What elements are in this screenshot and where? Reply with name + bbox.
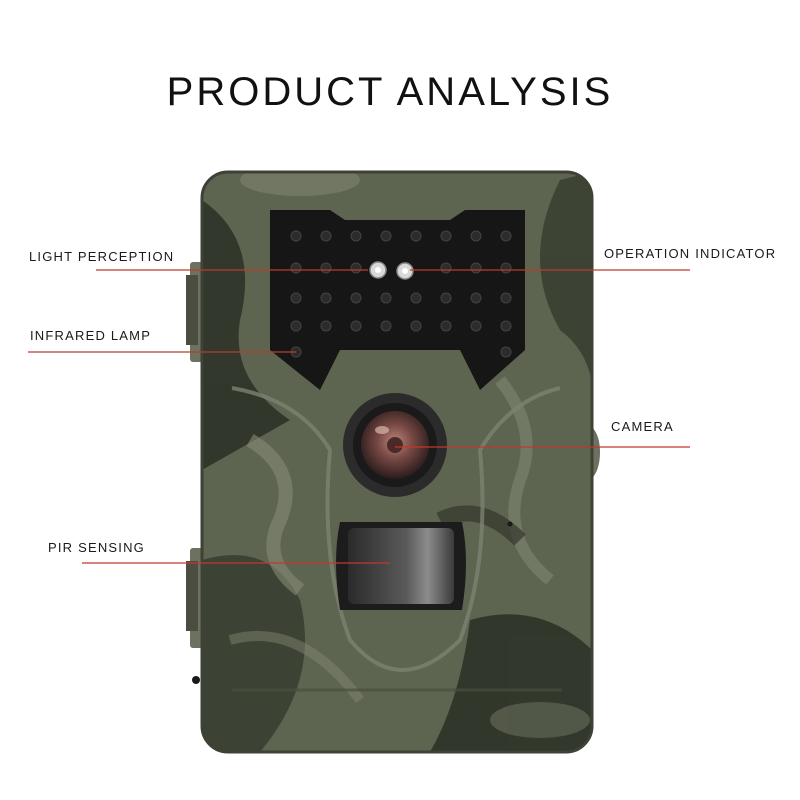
label-camera: CAMERA (611, 419, 674, 434)
ir-led (380, 320, 392, 332)
ir-led (290, 320, 302, 332)
ir-led (440, 320, 452, 332)
ir-led (320, 292, 332, 304)
ir-led (500, 346, 512, 358)
ir-led (350, 320, 362, 332)
ir-led (470, 230, 482, 242)
ir-led (290, 230, 302, 242)
operation-indicator (369, 261, 414, 280)
ir-led (500, 262, 512, 274)
callout-lines (28, 269, 690, 564)
side-screw (192, 676, 200, 684)
label-light-perception: LIGHT PERCEPTION (29, 249, 175, 264)
ir-led (320, 230, 332, 242)
microphone-hole (507, 521, 513, 527)
page-title: PRODUCT ANALYSIS (166, 70, 614, 114)
ir-led (350, 292, 362, 304)
ir-led (380, 230, 392, 242)
ir-led (350, 230, 362, 242)
label-pir-sensing: PIR SENSING (48, 540, 145, 555)
ir-led (320, 262, 332, 274)
pir-sensor (336, 522, 466, 610)
ir-led (500, 320, 512, 332)
ir-led (380, 292, 392, 304)
ir-led (440, 292, 452, 304)
ir-led (320, 320, 332, 332)
ir-led (410, 230, 422, 242)
infrared-panel (270, 210, 525, 390)
camera-lens (343, 393, 447, 497)
ir-led (500, 230, 512, 242)
ir-led (290, 292, 302, 304)
ir-led (470, 292, 482, 304)
ir-led (440, 230, 452, 242)
ir-led (470, 320, 482, 332)
ir-led (350, 262, 362, 274)
ir-led (410, 320, 422, 332)
ir-led (290, 262, 302, 274)
ir-led (470, 262, 482, 274)
ir-led (410, 292, 422, 304)
ir-led (440, 262, 452, 274)
label-infrared-lamp: INFRARED LAMP (30, 328, 152, 343)
label-operation-indicator: OPERATION INDICATOR (604, 246, 777, 261)
ir-led (500, 292, 512, 304)
